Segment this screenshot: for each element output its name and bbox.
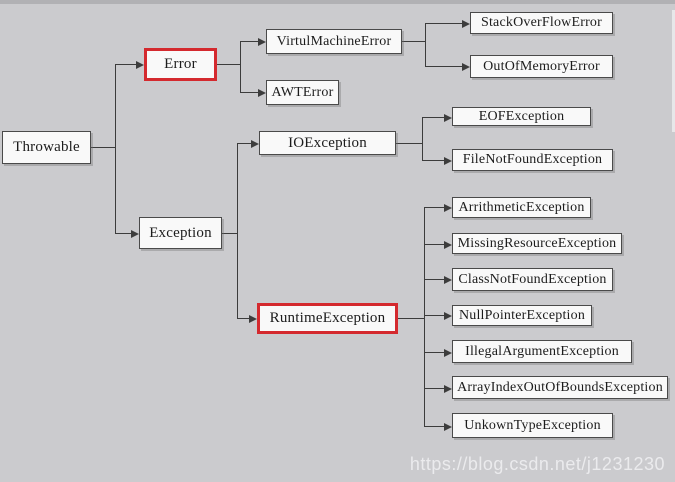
arrowhead-icon [462, 19, 470, 28]
connector-line [425, 66, 463, 67]
arrowhead-icon [258, 37, 266, 46]
node-illegalargumentexception: IllegalArgumentException [452, 340, 632, 363]
right-edge-notch [672, 10, 675, 132]
connector-line [91, 147, 116, 148]
connector-line [422, 117, 445, 118]
connector-line [221, 233, 238, 234]
node-stackoverflowerror: StackOverFlowError [470, 12, 613, 34]
node-arrithmeticexception: ArrithmeticException [452, 197, 591, 218]
connector-line [422, 117, 423, 161]
connector-line [216, 64, 241, 65]
node-nullpointerexception: NullPointerException [452, 305, 592, 326]
connector-line [240, 92, 259, 93]
arrowhead-icon [444, 422, 452, 431]
node-awterror: AWTError [266, 80, 339, 105]
connector-line [424, 426, 445, 427]
connector-line [395, 143, 423, 144]
connector-line [424, 352, 445, 353]
arrowhead-icon [444, 113, 452, 122]
arrowhead-icon [131, 229, 139, 238]
connector-line [240, 41, 241, 93]
connector-line [424, 279, 445, 280]
node-arrayindexoutofboundsexception: ArrayIndexOutOfBoundsException [452, 376, 668, 399]
node-virtulmachineerror: VirtulMachineError [266, 29, 402, 54]
connector-line [240, 41, 259, 42]
node-unkowntypeexception: UnkownTypeException [452, 413, 613, 438]
node-ioexception: IOException [259, 131, 396, 155]
connector-line [425, 23, 426, 67]
connector-line [115, 64, 116, 234]
node-exception: Exception [139, 217, 222, 249]
arrowhead-icon [444, 240, 452, 249]
node-filenotfoundexception: FileNotFoundException [452, 149, 613, 171]
connector-line [115, 233, 134, 234]
connector-line [397, 318, 425, 319]
node-runtimeexception: RuntimeException [257, 303, 398, 334]
arrowhead-icon [249, 314, 257, 323]
arrowhead-icon [444, 311, 452, 320]
arrowhead-icon [444, 384, 452, 393]
arrowhead-icon [258, 88, 266, 97]
node-throwable: Throwable [2, 131, 91, 164]
arrowhead-icon [251, 139, 259, 148]
arrowhead-icon [444, 203, 452, 212]
arrowhead-icon [444, 156, 452, 165]
connector-line [424, 388, 445, 389]
top-strip [0, 0, 675, 4]
connector-line [422, 160, 445, 161]
arrowhead-icon [136, 60, 144, 69]
connector-line [424, 207, 445, 208]
connector-line [115, 64, 138, 65]
connector-line [425, 23, 463, 24]
connector-line [237, 143, 252, 144]
node-error: Error [144, 48, 217, 81]
connector-line [402, 41, 426, 42]
node-outofmemoryerror: OutOfMemoryError [470, 55, 613, 78]
connector-line [424, 315, 445, 316]
connector-line [424, 244, 445, 245]
connector-line [237, 318, 251, 319]
arrowhead-icon [444, 348, 452, 357]
connector-line [424, 207, 425, 427]
node-classnotfoundexception: ClassNotFoundException [452, 268, 613, 291]
node-missingresourceexception: MissingResourceException [452, 233, 622, 254]
connector-line [237, 143, 238, 319]
arrowhead-icon [444, 275, 452, 284]
node-eofexception: EOFException [452, 107, 591, 126]
csdn-watermark: https://blog.csdn.net/j1231230 [409, 454, 665, 474]
arrowhead-icon [462, 62, 470, 71]
